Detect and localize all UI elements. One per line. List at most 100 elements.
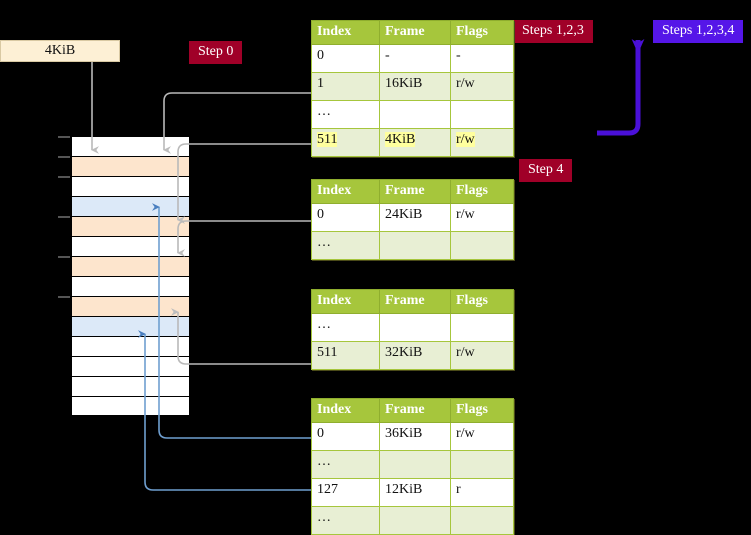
memory-frame-white xyxy=(71,236,190,256)
table-cell xyxy=(379,313,451,342)
steps-1234-label: Steps 1,2,3,4 xyxy=(662,23,735,38)
table-cell: … xyxy=(311,100,380,129)
memory-frame-peach xyxy=(71,216,190,236)
step-4-badge: Step 4 xyxy=(519,159,573,182)
table-cell: r/w xyxy=(450,422,514,451)
table-cell xyxy=(379,506,451,535)
table-cell xyxy=(450,506,514,535)
table-row: 511 4KiB r/w xyxy=(311,128,514,157)
memory-tick-mark xyxy=(58,136,70,138)
memory-frame-white xyxy=(71,136,190,156)
frame-size-label: 4KiB xyxy=(44,43,76,58)
table-row: … xyxy=(311,313,514,342)
table-cell: 12KiB xyxy=(379,478,451,507)
table-row: 0-- xyxy=(311,44,514,73)
table-cell: 16KiB xyxy=(379,72,451,101)
table-cell xyxy=(379,231,451,260)
memory-frame-peach xyxy=(71,156,190,176)
table-cell xyxy=(450,100,514,129)
wire-t2row511-to-memory xyxy=(170,308,311,365)
column-header-flags: Flags xyxy=(450,20,514,45)
column-header-index: Index xyxy=(311,398,380,423)
table-cell xyxy=(450,231,514,260)
memory-frame-white xyxy=(71,276,190,296)
table-cell xyxy=(379,450,451,479)
column-header-flags: Flags xyxy=(450,179,514,204)
physical-memory-column xyxy=(58,136,190,416)
wire-t1row0-to-memory xyxy=(177,220,311,257)
table-cell: 0 xyxy=(311,203,380,232)
memory-tick-mark xyxy=(58,176,70,178)
memory-frame-white xyxy=(71,376,190,396)
memory-tick-mark xyxy=(58,256,70,258)
memory-frame-white xyxy=(71,176,190,196)
steps-123-badge: Steps 1,2,3 xyxy=(513,20,593,43)
table-cell: r xyxy=(450,478,514,507)
column-header-index: Index xyxy=(311,179,380,204)
table-cell: 127 xyxy=(311,478,380,507)
frame-size-box: 4KiB xyxy=(0,40,120,62)
table-cell xyxy=(379,100,451,129)
table-row: … xyxy=(311,450,514,479)
table-cell: 1 xyxy=(311,72,380,101)
table-cell: r/w xyxy=(450,72,514,101)
memory-frame-peach xyxy=(71,296,190,316)
column-header-frame: Frame xyxy=(379,179,451,204)
column-header-frame: Frame xyxy=(379,289,451,314)
steps-bracket-arrow xyxy=(597,39,645,136)
step-4-label: Step 4 xyxy=(528,162,564,177)
memory-frame-peach xyxy=(71,256,190,276)
table-cell xyxy=(450,450,514,479)
table-cell: - xyxy=(450,44,514,73)
table-cell: 36KiB xyxy=(379,422,451,451)
step-0-badge: Step 0 xyxy=(189,41,243,64)
table-cell: 511 xyxy=(311,341,380,370)
table-cell: … xyxy=(311,450,380,479)
table-cell: r/w xyxy=(450,128,514,157)
steps-1234-badge: Steps 1,2,3,4 xyxy=(653,20,744,43)
table-cell: … xyxy=(311,506,380,535)
step-0-label: Step 0 xyxy=(198,44,234,59)
table-row: … xyxy=(311,100,514,129)
memory-tick-mark xyxy=(58,156,70,158)
highlighted-value: 511 xyxy=(317,132,338,147)
table-cell: r/w xyxy=(450,341,514,370)
column-header-flags: Flags xyxy=(450,398,514,423)
table-cell: 32KiB xyxy=(379,341,451,370)
table-cell: 0 xyxy=(311,422,380,451)
memory-frame-white xyxy=(71,396,190,416)
table-cell: 0 xyxy=(311,44,380,73)
table-row: … xyxy=(311,506,514,535)
column-header-index: Index xyxy=(311,289,380,314)
column-header-frame: Frame xyxy=(379,20,451,45)
table-cell xyxy=(450,313,514,342)
memory-frame-white xyxy=(71,356,190,376)
memory-frame-blue xyxy=(71,316,190,336)
column-header-index: Index xyxy=(311,20,380,45)
memory-tick-mark xyxy=(58,216,70,218)
memory-frame-blue xyxy=(71,196,190,216)
table-row: … xyxy=(311,231,514,260)
table-cell: 511 xyxy=(311,128,380,157)
column-header-frame: Frame xyxy=(379,398,451,423)
highlighted-value: r/w xyxy=(456,132,475,147)
memory-frame-white xyxy=(71,336,190,356)
table-cell: r/w xyxy=(450,203,514,232)
steps-123-label: Steps 1,2,3 xyxy=(522,23,584,38)
table-cell: - xyxy=(379,44,451,73)
highlighted-value: 4KiB xyxy=(385,132,416,147)
table-cell: 4KiB xyxy=(379,128,451,157)
column-header-flags: Flags xyxy=(450,289,514,314)
table-cell: 24KiB xyxy=(379,203,451,232)
table-cell: … xyxy=(311,231,380,260)
memory-tick-mark xyxy=(58,296,70,298)
